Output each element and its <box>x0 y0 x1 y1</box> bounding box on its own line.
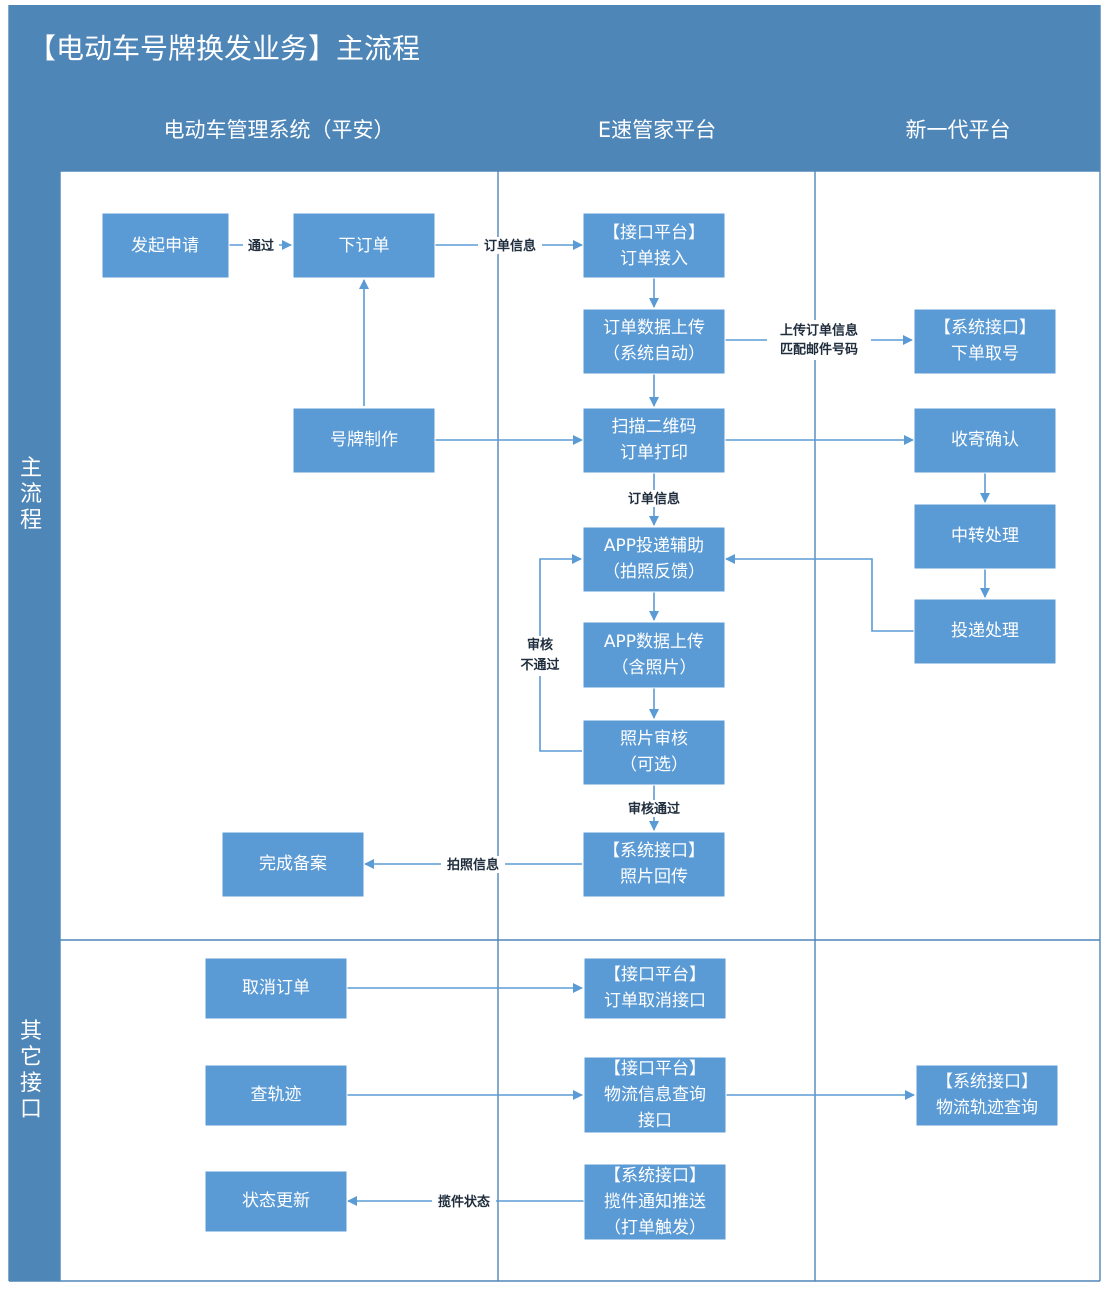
node-recv-confirm: 收寄确认 <box>913 407 1057 474</box>
edge-label-upload-match: 上传订单信息匹配邮件号码 <box>767 320 871 360</box>
diagram-title: 【电动车号牌换发业务】主流程 <box>28 32 420 65</box>
node-deliver: 投递处理 <box>913 598 1057 665</box>
lane-label-strip <box>9 91 60 1281</box>
column-header-esu: E速管家平台 <box>598 118 716 142</box>
svg-text:【接口平台】订单接入: 【接口平台】订单接入 <box>603 223 705 269</box>
node-photo-back: 【系统接口】照片回传 <box>582 831 726 898</box>
svg-text:揽件状态: 揽件状态 <box>438 1194 490 1210</box>
svg-text:APP数据上传（含照片）: APP数据上传（含照片） <box>604 632 704 678</box>
node-sys-push: 【系统接口】揽件通知推送（打单触发） <box>583 1163 727 1241</box>
node-cancel: 取消订单 <box>204 957 348 1020</box>
svg-text:查轨迹: 查轨迹 <box>251 1085 302 1105</box>
svg-text:订单信息: 订单信息 <box>484 238 536 254</box>
svg-text:审核通过: 审核通过 <box>628 801 680 817</box>
svg-text:审核不通过: 审核不通过 <box>520 637 559 673</box>
lane-label-main: 主流程 <box>20 456 42 533</box>
edge-label-collect-status: 揽件状态 <box>432 1193 496 1210</box>
edge-label-review-fail: 审核不通过 <box>515 636 565 676</box>
swimlane-grid <box>8 5 1101 1282</box>
svg-text:【接口平台】物流信息查询接口: 【接口平台】物流信息查询接口 <box>604 1059 706 1131</box>
edge-label-order-info-2: 订单信息 <box>622 490 686 507</box>
svg-text:【系统接口】照片回传: 【系统接口】照片回传 <box>603 841 705 887</box>
svg-text:其它接口: 其它接口 <box>20 1019 42 1122</box>
edge-label-review-pass: 审核通过 <box>622 800 686 817</box>
svg-text:通过: 通过 <box>248 238 274 254</box>
svg-text:订单数据上传（系统自动）: 订单数据上传（系统自动） <box>603 318 705 364</box>
svg-text:【系统接口】物流轨迹查询: 【系统接口】物流轨迹查询 <box>936 1072 1038 1118</box>
svg-text:拍照信息: 拍照信息 <box>447 857 499 873</box>
node-sys-take-no: 【系统接口】下单取号 <box>913 308 1057 375</box>
svg-text:照片审核（可选）: 照片审核（可选） <box>620 729 688 775</box>
svg-text:号牌制作: 号牌制作 <box>330 430 398 450</box>
svg-text:完成备案: 完成备案 <box>259 854 327 874</box>
svg-text:状态更新: 状态更新 <box>242 1191 310 1211</box>
node-iface-order-in: 【接口平台】订单接入 <box>582 212 726 279</box>
node-apply: 发起申请 <box>101 212 230 279</box>
column-header-new-platform: 新一代平台 <box>906 118 1011 142</box>
node-order: 下订单 <box>292 212 436 279</box>
node-done: 完成备案 <box>221 831 365 898</box>
node-iface-cancel: 【接口平台】订单取消接口 <box>583 957 727 1020</box>
svg-text:APP投递辅助（拍照反馈）: APP投递辅助（拍照反馈） <box>603 536 705 582</box>
node-order-upload: 订单数据上传（系统自动） <box>582 308 726 375</box>
svg-text:中转处理: 中转处理 <box>951 526 1019 546</box>
svg-text:【系统接口】揽件通知推送（打单触发）: 【系统接口】揽件通知推送（打单触发） <box>604 1166 706 1238</box>
column-header-pingan: 电动车管理系统（平安） <box>164 118 395 142</box>
node-track: 查轨迹 <box>204 1064 348 1127</box>
node-sys-track: 【系统接口】物流轨迹查询 <box>915 1064 1059 1127</box>
edge-label-photo-info: 拍照信息 <box>441 856 505 873</box>
node-plate-make: 号牌制作 <box>292 407 436 474</box>
svg-text:收寄确认: 收寄确认 <box>951 430 1019 450</box>
node-photo-review: 照片审核（可选） <box>582 719 726 786</box>
svg-text:【接口平台】订单取消接口: 【接口平台】订单取消接口 <box>604 965 706 1011</box>
svg-text:取消订单: 取消订单 <box>242 978 310 998</box>
edge-label-pass: 通过 <box>243 237 279 254</box>
svg-text:上传订单信息匹配邮件号码: 上传订单信息匹配邮件号码 <box>780 322 858 357</box>
edge-deliver-app <box>725 554 914 632</box>
svg-text:发起申请: 发起申请 <box>131 236 199 256</box>
edge-label-order-info: 订单信息 <box>478 237 542 254</box>
node-status-update: 状态更新 <box>204 1170 348 1233</box>
node-scan-print: 扫描二维码订单打印 <box>582 407 726 474</box>
title-band <box>9 5 1100 91</box>
node-transfer: 中转处理 <box>913 503 1057 570</box>
svg-text:主流程: 主流程 <box>20 456 42 533</box>
column-header-band <box>9 91 1100 171</box>
lane-label-other: 其它接口 <box>20 1019 42 1122</box>
node-app-assist: APP投递辅助（拍照反馈） <box>582 526 726 593</box>
node-app-upload: APP数据上传（含照片） <box>582 621 726 689</box>
svg-text:【系统接口】下单取号: 【系统接口】下单取号 <box>934 318 1036 364</box>
node-iface-logistics: 【接口平台】物流信息查询接口 <box>583 1056 727 1134</box>
svg-text:投递处理: 投递处理 <box>951 621 1019 641</box>
svg-text:扫描二维码订单打印: 扫描二维码订单打印 <box>612 417 697 463</box>
svg-text:订单信息: 订单信息 <box>628 491 680 507</box>
svg-text:下订单: 下订单 <box>339 236 390 256</box>
